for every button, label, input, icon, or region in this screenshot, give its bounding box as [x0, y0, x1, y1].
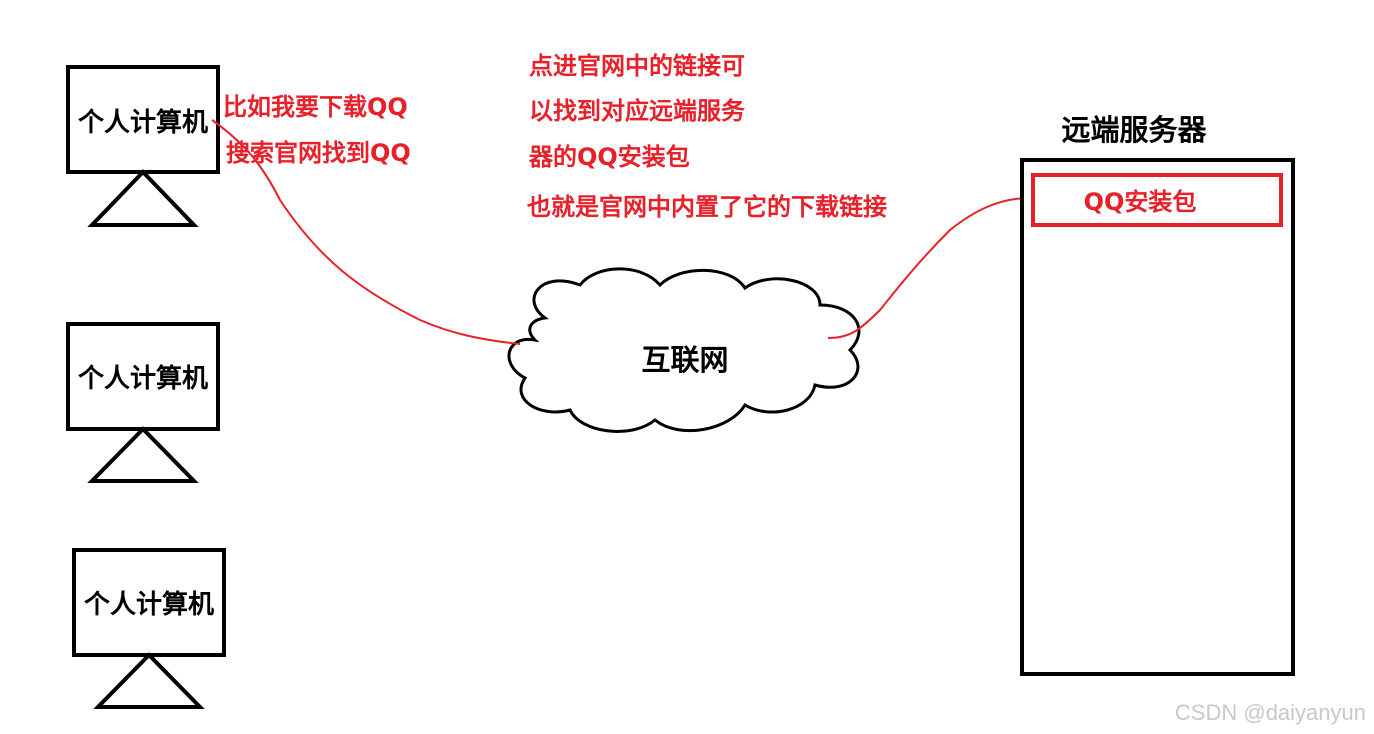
- annotation-middle-line-1: 点进官网中的链接可: [529, 52, 745, 80]
- annotation-middle-line-3: 器的QQ安装包: [528, 143, 690, 171]
- cloud-label: 互联网: [641, 343, 728, 377]
- remote-server: 远端服务器 QQ安装包: [1020, 113, 1295, 676]
- computer-1-label: 个人计算机: [78, 107, 208, 138]
- server-box: [1020, 158, 1295, 676]
- annotation-left: 比如我要下载QQ 搜索官网找到QQ: [223, 93, 411, 167]
- computer-3-label: 个人计算机: [84, 589, 214, 620]
- computer-1-screen: [66, 65, 220, 174]
- annotation-left-line-2: 搜索官网找到QQ: [226, 139, 411, 167]
- cloud-shape: [507, 267, 861, 433]
- watermark: CSDN @daiyanyun: [1174, 700, 1366, 725]
- server-title: 远端服务器: [1061, 113, 1207, 147]
- computer-2-stand: [87, 426, 199, 483]
- package-box: [1031, 173, 1283, 227]
- connection-line-left: [211, 119, 521, 345]
- computer-2: 个人计算机: [66, 322, 220, 483]
- annotation-middle-line-4: 也就是官网中内置了它的下载链接: [527, 193, 887, 221]
- computer-1: 个人计算机: [66, 65, 220, 227]
- annotation-left-line-1: 比如我要下载QQ: [223, 93, 408, 121]
- package-label: QQ安装包: [1084, 188, 1197, 216]
- connection-line-right: [827, 197, 1031, 339]
- internet-cloud: 互联网: [507, 267, 861, 433]
- annotation-middle: 点进官网中的链接可 以找到对应远端服务 器的QQ安装包 也就是官网中内置了它的下…: [527, 52, 887, 221]
- computer-2-screen: [66, 322, 220, 431]
- annotation-middle-line-2: 以找到对应远端服务: [529, 97, 746, 125]
- computer-3-stand: [93, 652, 205, 709]
- computer-1-stand: [87, 169, 199, 227]
- computer-2-label: 个人计算机: [78, 363, 208, 394]
- computer-3: 个人计算机: [72, 548, 226, 709]
